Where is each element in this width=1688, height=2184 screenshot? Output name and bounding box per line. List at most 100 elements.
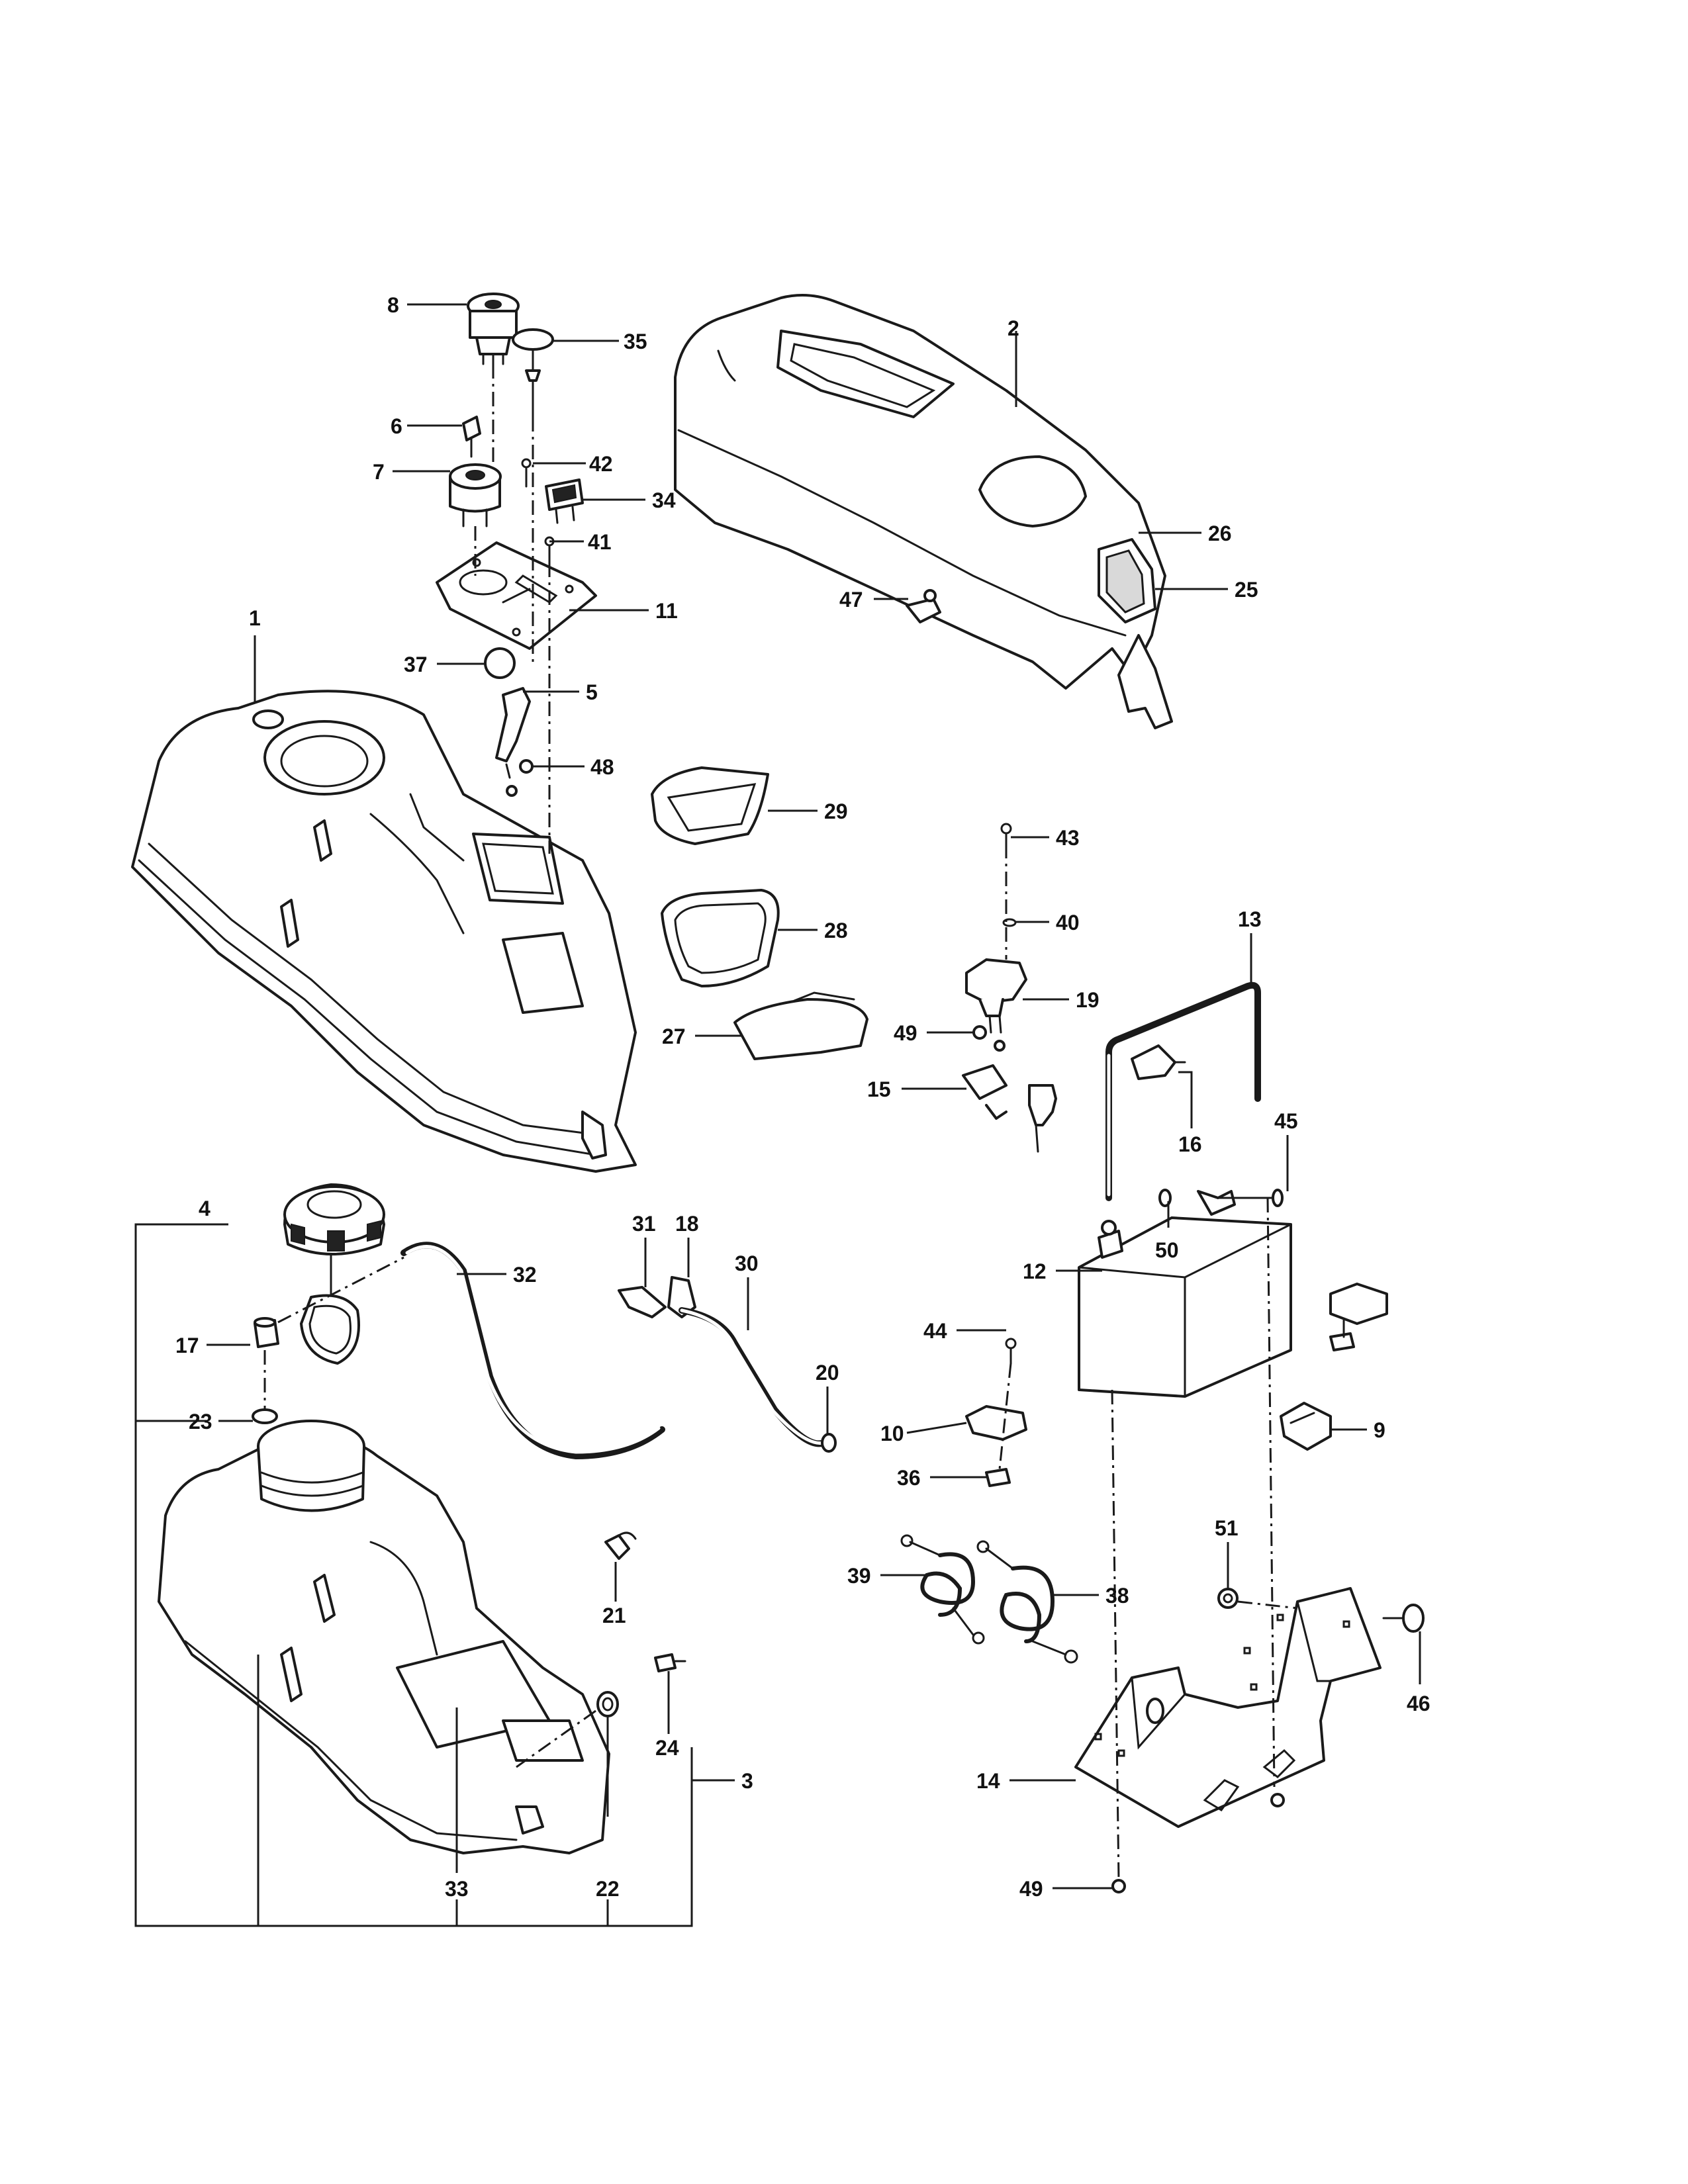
part-19-switch — [965, 958, 1027, 1034]
part-23-grommet — [252, 1408, 278, 1424]
callout-13: 13 — [1238, 907, 1262, 931]
callout-32: 32 — [513, 1263, 537, 1287]
part-32-vent-hose — [400, 1242, 665, 1460]
callout-46: 46 — [1407, 1692, 1430, 1715]
callout-9: 9 — [1374, 1418, 1385, 1442]
dash-line-relay-bracket — [998, 1363, 1012, 1470]
part-10-bracket — [965, 1405, 1027, 1441]
part-44-screw — [1005, 1338, 1017, 1365]
part-31-fuel-filter-fitting — [618, 1286, 667, 1318]
part-17-vent-valve — [254, 1317, 279, 1348]
callout-34: 34 — [652, 488, 676, 512]
callout-35: 35 — [624, 330, 647, 353]
callout-49-upper: 49 — [894, 1021, 917, 1045]
callout-10: 10 — [880, 1422, 904, 1445]
part-16-terminal-boot — [1131, 1044, 1186, 1080]
callout-42: 42 — [589, 452, 613, 476]
part-47-clip — [906, 589, 941, 623]
callout-21: 21 — [602, 1604, 626, 1627]
callout-31: 31 — [632, 1212, 656, 1236]
part-36-clip — [985, 1468, 1011, 1487]
part-5-bracket — [495, 687, 531, 779]
part-35-knob — [512, 328, 554, 418]
callout-36: 36 — [897, 1466, 921, 1490]
callout-1: 1 — [249, 606, 261, 630]
relay-upper — [1329, 1283, 1388, 1351]
callout-50: 50 — [1155, 1238, 1179, 1262]
callout-44: 44 — [923, 1319, 947, 1343]
callout-49-lower: 49 — [1019, 1877, 1043, 1901]
fuel-cap-tether — [300, 1253, 360, 1365]
callout-23: 23 — [189, 1410, 212, 1433]
dash-line-battery-left — [1111, 1389, 1120, 1880]
part-24-fitting — [654, 1653, 686, 1672]
callout-labels: 8 35 6 7 42 34 41 11 37 5 48 1 2 26 25 4… — [175, 293, 1430, 1901]
callout-47: 47 — [839, 588, 863, 612]
part-38-battery-cable — [976, 1540, 1078, 1664]
part-39-battery-cable — [900, 1534, 985, 1645]
part-3-fuel-tank — [158, 1420, 610, 1854]
callout-51: 51 — [1215, 1516, 1239, 1540]
part-49-nut-lower — [1111, 1793, 1285, 1893]
callout-29: 29 — [824, 799, 848, 823]
part-30-fuel-line — [679, 1307, 827, 1447]
callout-22: 22 — [596, 1877, 620, 1901]
part-12-battery — [1078, 1190, 1292, 1398]
callout-39: 39 — [847, 1564, 871, 1588]
part-21-clamp — [604, 1531, 637, 1560]
callout-27: 27 — [662, 1024, 686, 1048]
callout-40: 40 — [1056, 911, 1080, 934]
part-22-grommet — [596, 1691, 619, 1717]
callout-20: 20 — [816, 1361, 839, 1385]
part-48-nut — [506, 759, 534, 797]
part-1-console-body — [131, 690, 637, 1173]
callout-11: 11 — [655, 599, 678, 623]
part-28-bezel — [661, 889, 780, 987]
callout-24: 24 — [655, 1736, 679, 1760]
part-46-bolt — [1382, 1604, 1425, 1633]
callout-5: 5 — [586, 680, 598, 704]
part-7-ignition-switch — [449, 463, 502, 527]
part-37-ball-knob — [484, 647, 516, 679]
fuel-tank-assembly-bracket — [134, 1223, 735, 1927]
part-27-cup-holder-cover — [733, 991, 868, 1060]
leader-lines — [207, 303, 1421, 1889]
part-51-nut — [1217, 1588, 1239, 1609]
callout-37: 37 — [404, 653, 428, 676]
part-45-bolt — [1217, 1189, 1284, 1207]
callout-7: 7 — [373, 460, 385, 484]
callout-28: 28 — [824, 919, 848, 942]
part-14-battery-tray — [1074, 1587, 1382, 1828]
part-15-connector — [962, 1064, 1057, 1153]
callout-38: 38 — [1105, 1584, 1129, 1608]
part-29-bezel — [651, 766, 769, 845]
part-6-key — [462, 416, 481, 458]
dash-line-vent — [277, 1256, 404, 1324]
part-13-hold-down-rod — [1105, 981, 1261, 1201]
callout-30: 30 — [735, 1251, 759, 1275]
callout-45: 45 — [1274, 1109, 1298, 1133]
callout-18: 18 — [675, 1212, 699, 1236]
callout-6: 6 — [391, 414, 402, 438]
callout-2: 2 — [1008, 316, 1019, 340]
callout-16: 16 — [1178, 1132, 1202, 1156]
callout-15: 15 — [867, 1077, 891, 1101]
part-43-screw — [1000, 823, 1012, 845]
part-20-hose-clamp — [821, 1433, 837, 1453]
part-42-screw — [521, 458, 532, 488]
part-8-pto-switch — [467, 293, 520, 365]
dash-line-tank-fitting — [516, 1709, 596, 1768]
callout-19: 19 — [1076, 988, 1100, 1012]
part-2-console-cover — [674, 294, 1173, 729]
part-11-mounting-plate — [436, 541, 597, 650]
callout-25: 25 — [1235, 578, 1258, 602]
callout-12: 12 — [1023, 1259, 1047, 1283]
callout-4: 4 — [199, 1197, 211, 1220]
callout-43: 43 — [1056, 826, 1080, 850]
callout-8: 8 — [387, 293, 399, 317]
part-9-relay — [1280, 1402, 1332, 1451]
part-49-nut-upper — [972, 1025, 1006, 1052]
callout-48: 48 — [590, 755, 614, 779]
part-34-rocker-switch — [545, 478, 584, 524]
